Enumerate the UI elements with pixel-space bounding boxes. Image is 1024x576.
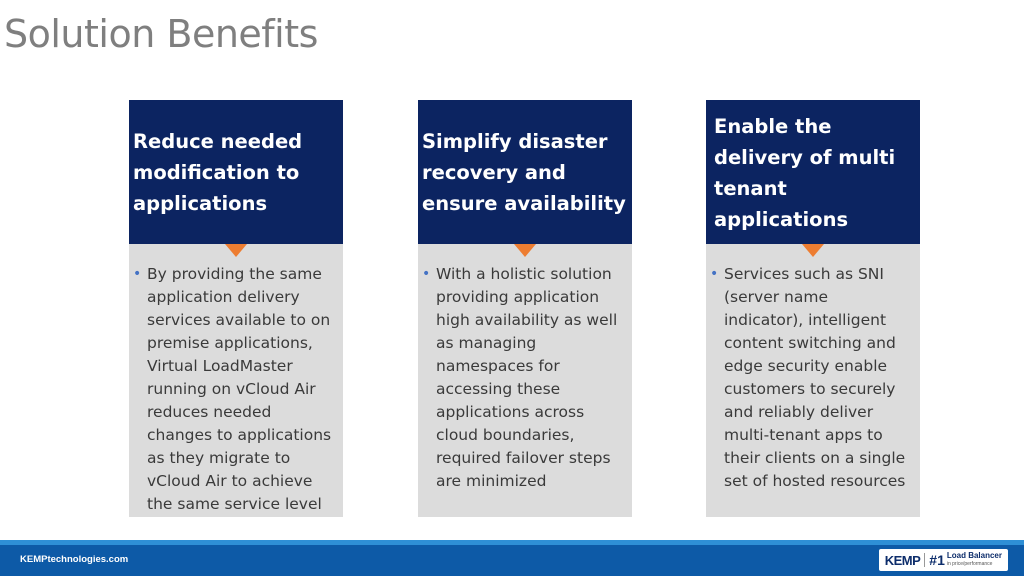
- card-header: Enable the delivery of multi tenant appl…: [706, 100, 920, 257]
- logo-product-block: Load Balancer in price/performance: [947, 552, 1002, 568]
- kemp-logo: KEMP #1 Load Balancer in price/performan…: [878, 549, 1008, 571]
- card-heading: Simplify disaster recovery and ensure av…: [422, 129, 626, 215]
- benefit-card-2: Simplify disaster recovery and ensure av…: [418, 100, 632, 517]
- logo-rank: #1: [929, 552, 945, 568]
- down-arrow-icon: [514, 244, 536, 257]
- slide-title: Solution Benefits: [4, 12, 318, 56]
- card-body: • Services such as SNI (server name indi…: [706, 244, 920, 517]
- bullet-icon: •: [133, 266, 142, 282]
- benefit-card-3: Enable the delivery of multi tenant appl…: [706, 100, 920, 517]
- bullet-item: • With a holistic solution providing app…: [422, 263, 624, 493]
- bullet-item: • By providing the same application deli…: [133, 263, 335, 516]
- footer-url[interactable]: KEMPtechnologies.com: [20, 554, 129, 565]
- card-body: • With a holistic solution providing app…: [418, 244, 632, 517]
- card-body: • By providing the same application deli…: [129, 244, 343, 517]
- bullet-item: • Services such as SNI (server name indi…: [710, 263, 912, 493]
- logo-divider: [924, 553, 926, 567]
- down-arrow-icon: [225, 244, 247, 257]
- logo-tagline: in price/performance: [946, 561, 993, 567]
- down-arrow-icon: [802, 244, 824, 257]
- card-header: Reduce needed modification to applicatio…: [129, 100, 343, 257]
- footer-accent-bar: [0, 540, 1024, 545]
- card-header: Simplify disaster recovery and ensure av…: [418, 100, 632, 257]
- logo-brand: KEMP: [884, 552, 921, 568]
- bullet-text: By providing the same application delive…: [147, 265, 332, 513]
- bullet-text: With a holistic solution providing appli…: [436, 265, 618, 490]
- logo-product: Load Balancer: [946, 551, 1002, 560]
- bullet-icon: •: [422, 266, 431, 282]
- footer: KEMPtechnologies.com KEMP #1 Load Balanc…: [0, 545, 1024, 576]
- card-heading: Reduce needed modification to applicatio…: [133, 129, 303, 215]
- benefit-card-1: Reduce needed modification to applicatio…: [129, 100, 343, 517]
- card-heading: Enable the delivery of multi tenant appl…: [714, 115, 896, 231]
- bullet-icon: •: [710, 266, 719, 282]
- bullet-text: Services such as SNI (server name indica…: [724, 265, 906, 490]
